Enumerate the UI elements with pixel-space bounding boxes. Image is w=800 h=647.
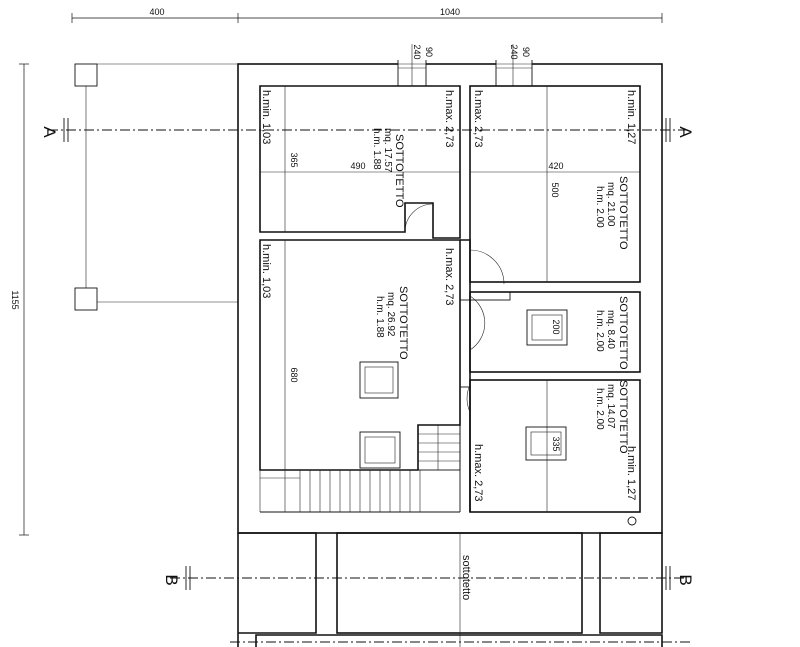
dim-left-vertical: 1155 [10,290,20,309]
room1-hmin: h.min. 1,03 [260,90,272,144]
dim-window-left-b: 240 [412,44,422,59]
dim-window-right-a: 90 [521,47,531,57]
room4-walls [469,291,641,373]
section-b: B B [162,566,695,590]
dim-skylight-5: 335 [551,436,561,451]
dim-window-left-a: 90 [424,47,434,57]
room5-name: SOTTOTETTO [617,380,629,454]
dim-skylight-4: 200 [551,319,561,334]
section-a: A A [40,118,695,142]
room2-hmax: h.max. 2,73 [472,90,484,147]
stairs [260,424,461,512]
room5-hmax: h.max. 2,73 [472,444,484,501]
room5-hmin: h.min. 1,27 [625,446,637,500]
window-right: 90 240 [495,44,533,86]
porch [74,63,238,311]
room3-hm: h.m. 1.88 [374,296,385,338]
lower-room [336,532,583,634]
dim-room2-width: 420 [548,161,563,171]
room4-skylight [526,309,568,346]
room5-hm: h.m. 2.00 [594,388,605,430]
dim-room2-height: 500 [550,182,560,197]
dim-room3-height: 680 [289,367,299,382]
pillar-top [74,63,98,87]
pillar-bottom [74,287,98,311]
room1-hmax: h.max. 2,73 [443,90,455,147]
room4-name: SOTTOTETTO [617,296,629,370]
room5-skylight [525,426,567,461]
room3-name: SOTTOTETTO [397,286,409,360]
door-swing-room2 [469,249,505,285]
corridor-hmax: h.max. 2,73 [443,248,455,305]
room5-walls [469,379,641,513]
room3-area: mq. 26.92 [385,292,396,337]
door-swing-room4 [469,295,486,351]
room1-area: mq. 17.57 [382,128,393,173]
room2-area: mq. 21.00 [605,182,616,227]
room5-area: mq. 14.07 [605,384,616,429]
section-b-right-label: B [676,574,695,585]
dim-room1-width: 490 [350,161,365,171]
room4-hm: h.m. 2.00 [594,310,605,352]
top-dimension: 400 1040 [71,7,663,23]
dim-top-right: 1040 [440,7,460,17]
dim-room1-height: 365 [289,152,299,167]
room2-walls [469,85,641,283]
dim-window-right-b: 240 [509,44,519,59]
section-a-left-label: A [40,126,59,138]
room3-hmin: h.min. 1,03 [260,244,272,298]
drain-circle [627,516,637,526]
lower-structure: sottotetto [237,532,663,647]
corridor-walls [460,239,471,512]
section-a-right-label: A [676,126,695,138]
room4-door-notch [469,291,511,301]
room2-hmin: h.min. 1,27 [625,90,637,144]
room1-door-swing [404,203,434,233]
room2-hm: h.m. 2.00 [594,186,605,228]
room1-name: SOTTOTETTO [393,134,405,208]
section-b-left-label: B [162,574,181,585]
room3-skylight-2 [359,431,401,469]
room2-name: SOTTOTETTO [617,176,629,250]
room1-walls [259,85,461,239]
room1-hm: h.m. 1.88 [371,128,382,170]
window-left: 90 240 [397,44,434,86]
dim-top-left: 400 [149,7,164,17]
room4-area: mq. 8.40 [605,310,616,349]
left-dimension: 1155 [10,63,29,536]
room3-skylight-1 [359,361,399,399]
